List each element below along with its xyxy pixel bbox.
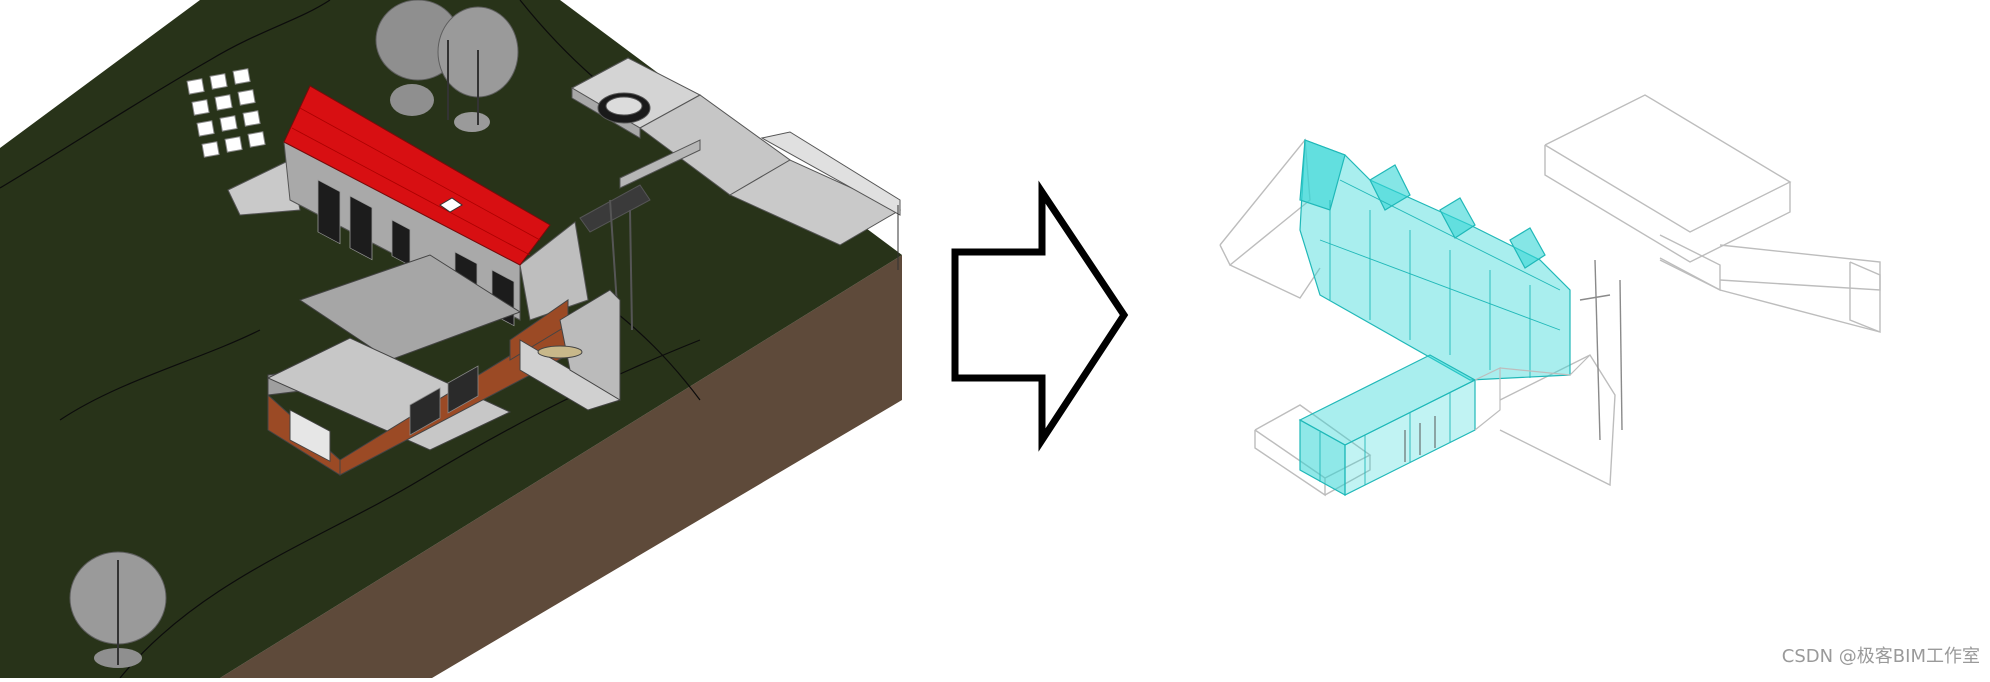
tree-bottom xyxy=(69,551,167,668)
skylight xyxy=(439,197,463,213)
red-roof xyxy=(283,85,551,266)
garage-driveway xyxy=(570,57,902,270)
watermark-text: CSDN @极客BIM工作室 xyxy=(1782,646,1980,667)
wireframe-outline xyxy=(1219,94,1881,497)
right-arrow-icon xyxy=(951,180,1129,452)
wireframe-glass-lower xyxy=(1298,354,1477,497)
terrain-top xyxy=(0,0,902,678)
house-lower-volume xyxy=(266,254,621,476)
wireframe-connector xyxy=(1474,354,1591,431)
solar-panel-array xyxy=(186,68,266,158)
wireframe-model-panel xyxy=(1219,94,1881,497)
wireframe-glass-upper xyxy=(1299,139,1571,381)
tree-top xyxy=(375,0,519,132)
shaded-model-panel xyxy=(0,0,902,679)
